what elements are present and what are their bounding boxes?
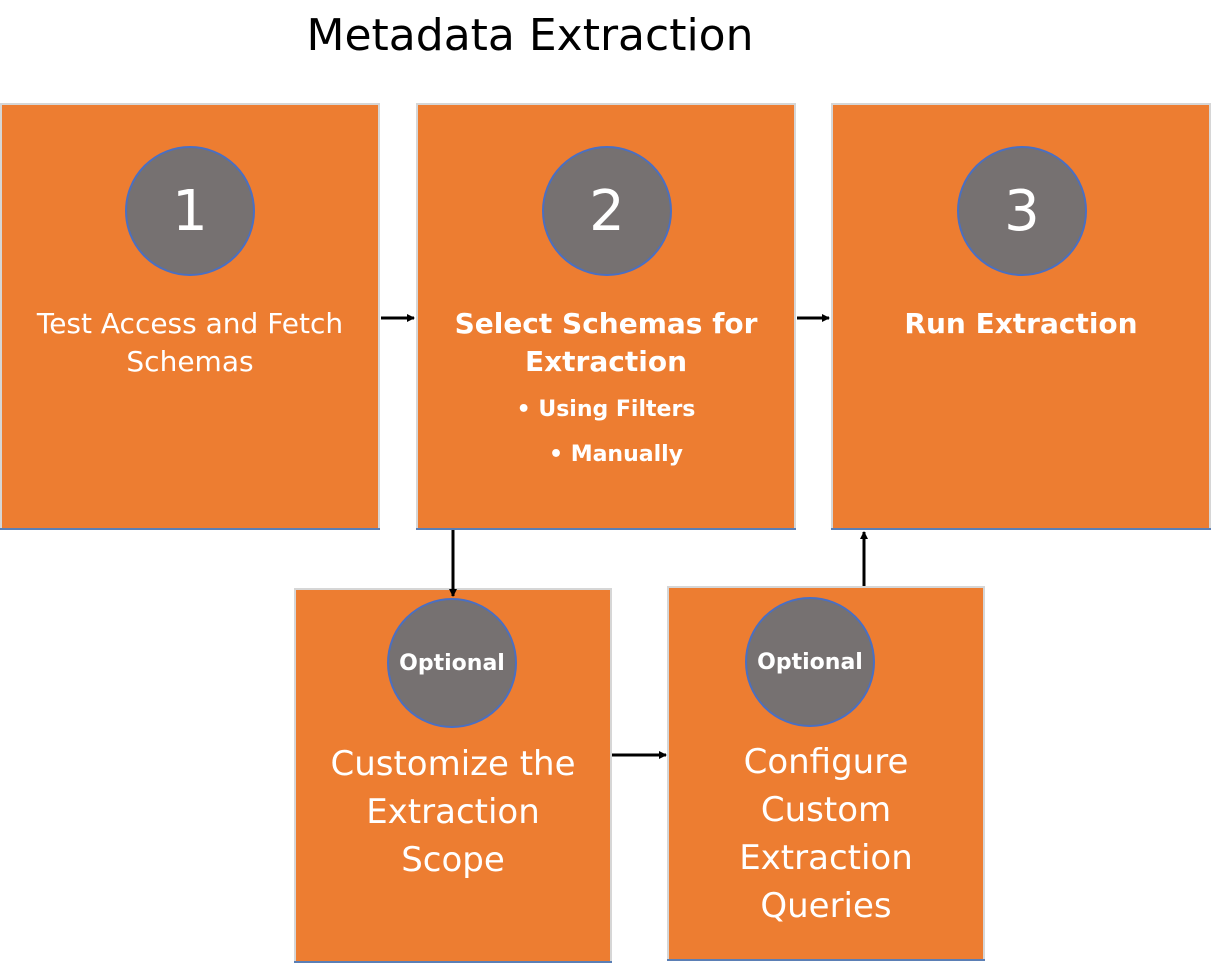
step-3-label: Run Extraction [904, 307, 1138, 340]
step-3-box: 3 Run Extraction [831, 103, 1211, 530]
optional-step-1-badge: Optional [387, 598, 517, 728]
optional-step-1-box: Optional Customize the Extraction Scope [294, 588, 612, 963]
step-2-number-circle: 2 [542, 146, 672, 276]
optional-step-2-box: Optional Configure Custom Extraction Que… [667, 586, 985, 961]
step-1-label: Test Access and Fetch Schemas [36, 307, 344, 378]
diagram-title: Metadata Extraction [306, 10, 754, 61]
step-2-bullet-1-text: Using Filters [538, 397, 696, 422]
step-1-number-circle: 1 [125, 146, 255, 276]
step-3-number-circle: 3 [957, 146, 1087, 276]
step-2-box: 2 Select Schemas for Extraction • Using … [416, 103, 796, 530]
step-2-bullet-2: • Manually [548, 442, 684, 467]
optional-step-2-label: Configure Custom Extraction Queries [739, 742, 913, 926]
optional-step-2-badge: Optional [745, 597, 875, 727]
step-2-label: Select Schemas for Extraction [454, 307, 758, 378]
step-2-bullet-1: • Using Filters [516, 397, 696, 422]
step-2-bullet-2-text: Manually [570, 442, 684, 467]
optional-step-1-label: Customize the Extraction Scope [330, 744, 576, 880]
step-1-box: 1 Test Access and Fetch Schemas [0, 103, 380, 530]
